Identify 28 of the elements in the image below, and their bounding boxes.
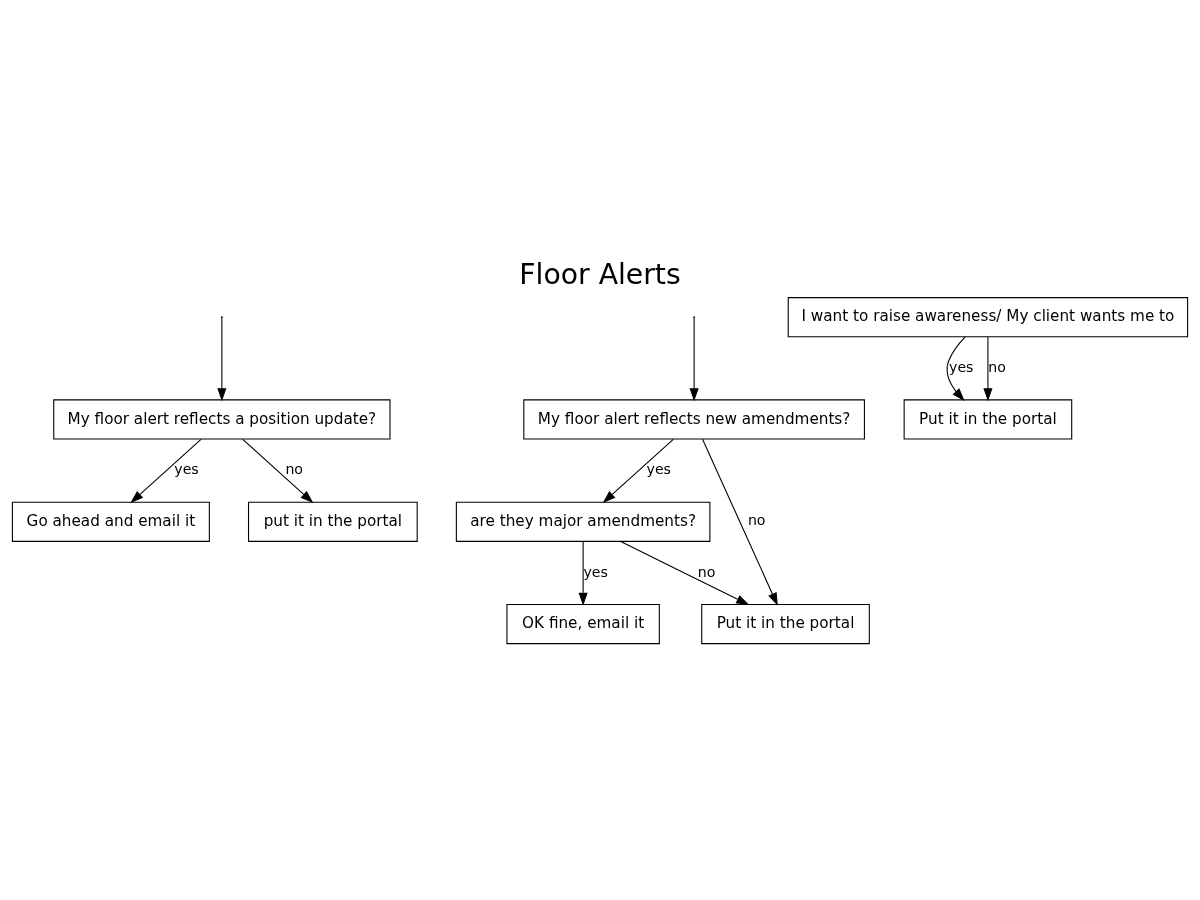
node-box: Go ahead and email it [11, 501, 210, 542]
node-box: Put it in the portal [701, 603, 870, 644]
node-box: I want to raise awareness/ My client wants me to [787, 296, 1189, 337]
node-box: My floor alert reflects new amendments? [523, 398, 865, 440]
arrow [946, 335, 966, 401]
arrow [217, 317, 227, 401]
arrow [620, 540, 750, 605]
arrow [602, 438, 674, 503]
arrow [242, 438, 314, 503]
arrow [983, 336, 993, 401]
diagram-title: Floor Alerts [519, 257, 681, 291]
edge-label: no [285, 460, 304, 477]
edge-label: yes [949, 358, 974, 375]
node-box: put it in the portal [248, 501, 418, 542]
node-box: Put it in the portal [903, 398, 1073, 440]
edge-label: yes [583, 563, 608, 580]
edge-label: no [697, 563, 716, 580]
node-box: My floor alert reflects a position update? [53, 398, 391, 440]
edge-label: no [988, 358, 1006, 375]
node-box: OK fine, email it [506, 603, 660, 644]
arrow [578, 540, 588, 606]
arrow [702, 438, 778, 606]
edge-label: yes [646, 460, 671, 477]
edge-label: no [747, 511, 766, 528]
arrow [689, 317, 699, 401]
arrow [130, 438, 202, 503]
edge-label: yes [174, 460, 199, 477]
node-box: are they major amendments? [455, 501, 711, 542]
